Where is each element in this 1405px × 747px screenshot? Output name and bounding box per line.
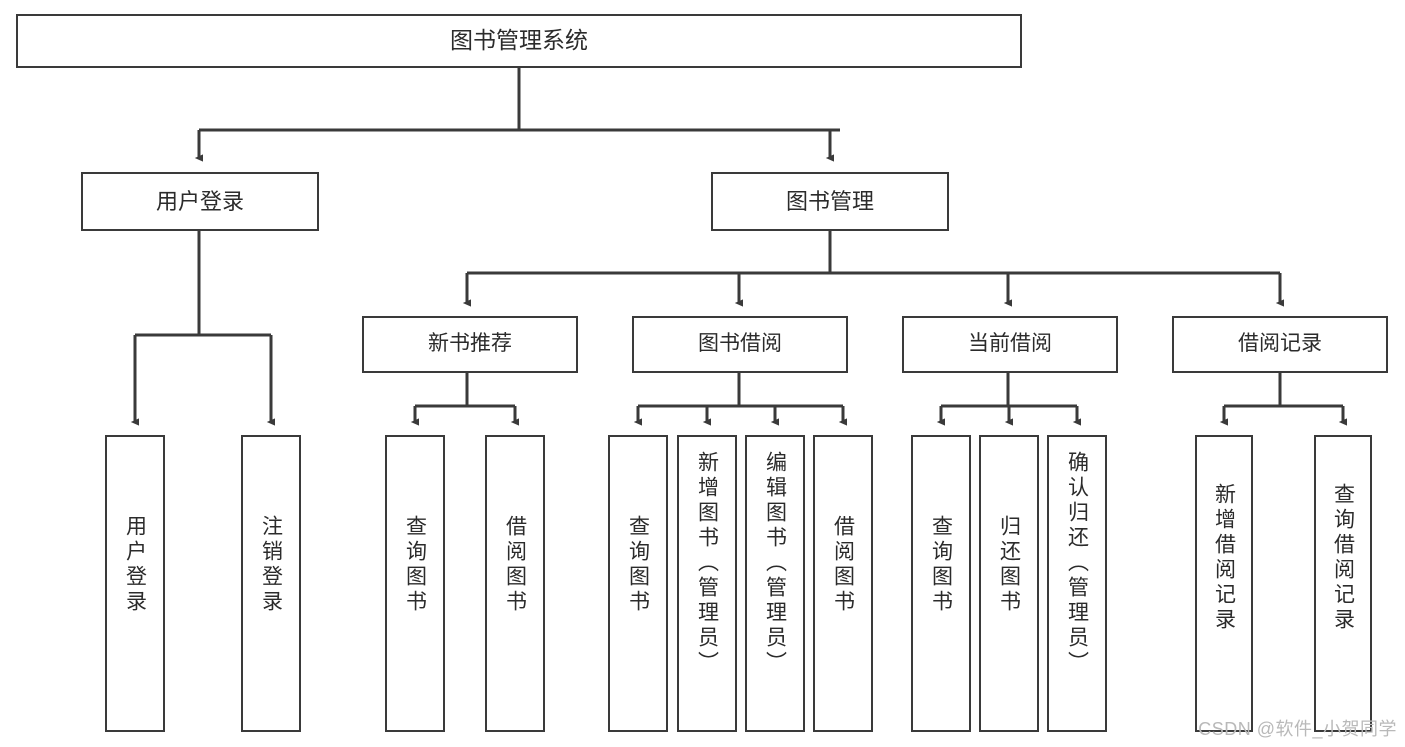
leaf-borrow-book[interactable]: 借阅图书 [813, 435, 873, 732]
node-book-management-system[interactable]: 图书管理系统 [16, 14, 1022, 68]
node-current-borrow[interactable]: 当前借阅 [902, 316, 1118, 373]
leaf-query-borrow-record[interactable]: 查询借阅记录 [1314, 435, 1372, 732]
node-new-book-recommend[interactable]: 新书推荐 [362, 316, 578, 373]
node-label: 注销登录 [259, 515, 283, 615]
node-label: 查询图书 [626, 515, 650, 615]
leaf-user-login[interactable]: 用户登录 [105, 435, 165, 732]
leaf-confirm-return-admin[interactable]: 确认归还（管理员） [1047, 435, 1107, 732]
node-label: 借阅图书 [831, 515, 855, 615]
node-label: 确认归还（管理员） [1065, 451, 1089, 676]
leaf-query-book-borrow[interactable]: 查询图书 [608, 435, 668, 732]
node-label: 新增借阅记录 [1212, 483, 1236, 633]
node-label: 当前借阅 [968, 332, 1052, 356]
leaf-query-book-current[interactable]: 查询图书 [911, 435, 971, 732]
node-label: 编辑图书（管理员） [763, 451, 787, 676]
leaf-add-book-admin[interactable]: 新增图书（管理员） [677, 435, 737, 732]
node-user-login[interactable]: 用户登录 [81, 172, 319, 231]
leaf-borrow-book-recommend[interactable]: 借阅图书 [485, 435, 545, 732]
node-label: 借阅记录 [1238, 332, 1322, 356]
node-label: 用户登录 [123, 515, 147, 615]
leaf-add-borrow-record[interactable]: 新增借阅记录 [1195, 435, 1253, 732]
node-label: 查询借阅记录 [1331, 483, 1355, 633]
node-label: 查询图书 [929, 515, 953, 615]
node-book-borrow[interactable]: 图书借阅 [632, 316, 848, 373]
leaf-query-book-recommend[interactable]: 查询图书 [385, 435, 445, 732]
node-borrow-record[interactable]: 借阅记录 [1172, 316, 1388, 373]
node-book-management[interactable]: 图书管理 [711, 172, 949, 231]
node-label: 图书借阅 [698, 332, 782, 356]
node-label: 新增图书（管理员） [695, 451, 719, 676]
node-label: 图书管理 [785, 188, 874, 214]
node-label: 归还图书 [997, 515, 1021, 615]
node-label: 借阅图书 [503, 515, 527, 615]
leaf-return-book[interactable]: 归还图书 [979, 435, 1039, 732]
leaf-logout[interactable]: 注销登录 [241, 435, 301, 732]
csdn-watermark: CSDN @软件_小贺同学 [1198, 719, 1397, 739]
node-label: 查询图书 [403, 515, 427, 615]
leaf-edit-book-admin[interactable]: 编辑图书（管理员） [745, 435, 805, 732]
node-label: 用户登录 [155, 188, 244, 214]
node-label: 图书管理系统 [450, 27, 588, 54]
node-label: 新书推荐 [428, 332, 512, 356]
